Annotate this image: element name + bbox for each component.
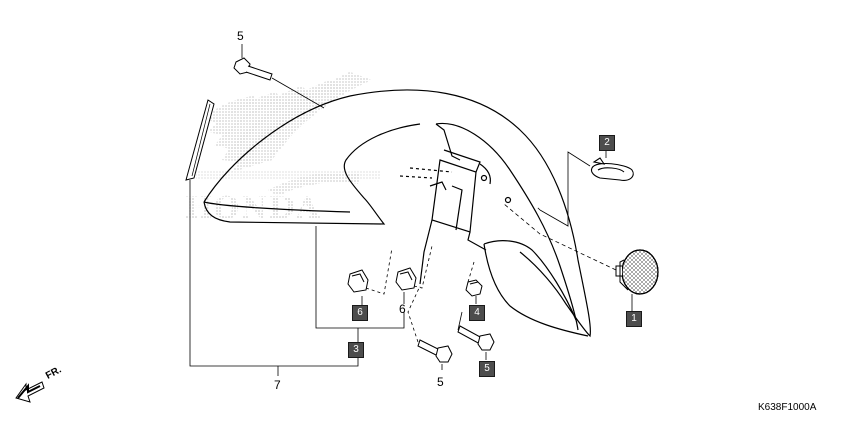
leader-lines [189,44,633,376]
nut [465,279,483,297]
bolt-lower-right [457,325,495,351]
bolt-top [233,57,273,81]
front-direction-arrow-icon [15,381,45,403]
emblem-sticker [185,99,215,181]
grommet-right [395,267,417,291]
callout-3-bracket: 3 [348,342,364,358]
callout-2-clip: 2 [599,135,615,151]
diagram-code: K638F1000A [758,402,817,413]
callout-5-mid-bolt: 5 [437,375,444,389]
front-fender [203,89,591,338]
grommet-left [347,269,369,293]
honda-wing-logo [196,72,380,196]
reflector [615,249,659,295]
callout-4-nut: 4 [469,305,485,321]
clip [590,157,634,181]
callout-6-grommet-plain: 6 [399,302,406,316]
callout-1-reflector: 1 [626,311,642,327]
callout-5-bolt-box: 5 [479,361,495,377]
callout-5-top-bolt: 5 [237,29,244,43]
bolt-lower-left [417,339,453,363]
callout-6-grommet: 6 [352,305,368,321]
callout-7-emblem: 7 [274,378,281,392]
honda-watermark-text: HONDA [184,191,320,226]
